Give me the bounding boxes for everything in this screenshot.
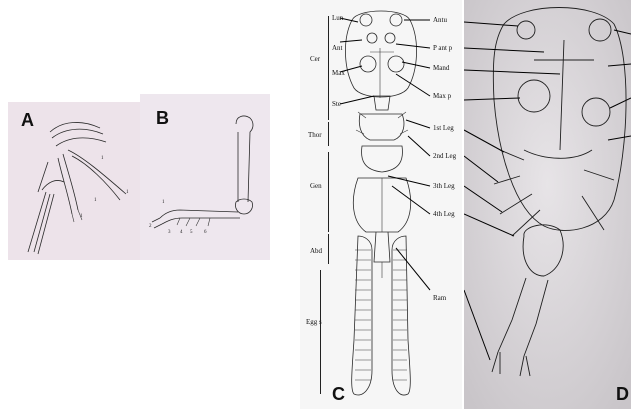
panel-b-number: 2 xyxy=(149,224,152,229)
panel-a-number: 1 xyxy=(101,156,104,161)
panel-b-number: 3 xyxy=(168,230,171,235)
label-maxilliped: Max p xyxy=(433,92,451,100)
panel-a-number: 1 xyxy=(94,198,97,203)
panel-a: A 1 1 1 1 xyxy=(8,102,141,260)
label-antenna: Ant xyxy=(332,44,343,52)
panel-b-number: 6 xyxy=(204,230,207,235)
panel-a-number: 1 xyxy=(80,214,83,219)
label-leg-3: 3th Leg xyxy=(433,182,455,190)
panel-b-number: 1 xyxy=(162,200,165,205)
section-bracket xyxy=(328,234,329,264)
egg-sacs-bracket xyxy=(320,270,321,394)
panel-b-number: 4 xyxy=(180,230,183,235)
section-bracket xyxy=(328,16,329,120)
label-maxilla: Max xyxy=(332,69,345,77)
section-label-genital: Gen xyxy=(310,182,322,190)
label-post-antennal-process: P ant p xyxy=(433,44,452,52)
label-caudal-ramus: Ram xyxy=(433,294,446,302)
section-label-thorax: Thor xyxy=(308,131,322,139)
panel-d-photo-drawing xyxy=(464,0,631,409)
panel-b: B 1 2 3 4 5 6 xyxy=(140,94,270,260)
section-bracket xyxy=(328,122,329,146)
panel-a-number: 1 xyxy=(126,190,129,195)
label-sternal-furca: Ste xyxy=(332,100,341,108)
panel-d: D xyxy=(464,0,631,409)
label-leg-4: 4th Leg xyxy=(433,210,455,218)
label-lunule: Lun xyxy=(332,14,343,22)
label-antennule: Antu xyxy=(433,16,447,24)
panel-letter-c: C xyxy=(332,384,345,405)
section-bracket xyxy=(328,152,329,232)
panel-letter-a: A xyxy=(21,110,34,131)
label-mandible: Mand xyxy=(433,64,449,72)
section-label-abdomen: Abd xyxy=(310,247,322,255)
panel-letter-d: D xyxy=(616,384,629,405)
panel-b-number: 5 xyxy=(190,230,193,235)
panel-letter-b: B xyxy=(156,108,169,129)
panel-c: Cer Thor Gen Abd Egg s Lun Ant Max Ste A… xyxy=(300,0,462,409)
label-leg-1: 1st Leg xyxy=(433,124,454,132)
panel-c-drawing xyxy=(300,0,462,409)
label-leg-2: 2nd Leg xyxy=(433,152,456,160)
section-label-cephalothorax: Cer xyxy=(310,55,320,63)
